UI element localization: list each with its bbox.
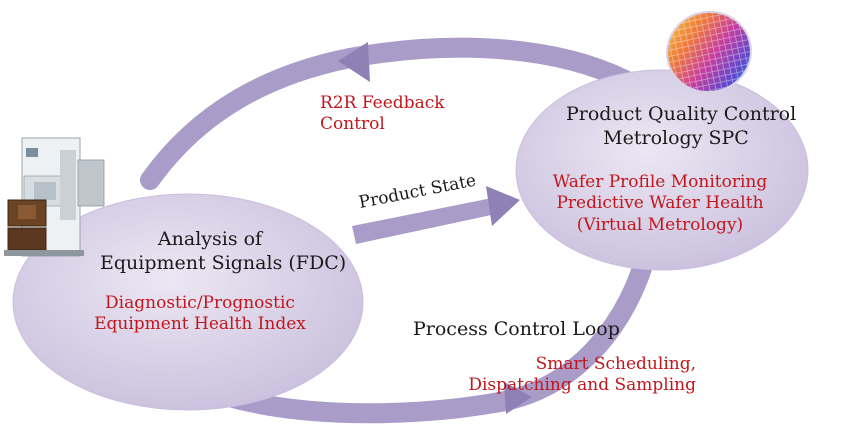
fdc-detail-line2: Equipment Health Index: [94, 314, 306, 335]
fdc-title-line2: Equipment Signals (FDC): [100, 251, 347, 274]
fdc-detail: Diagnostic/Prognostic Equipment Health I…: [80, 293, 320, 336]
fdc-title-line1: Analysis of: [157, 228, 263, 250]
loop-label: Process Control Loop: [413, 318, 620, 340]
product-state-arrowhead: [486, 186, 520, 226]
quality-title-line1: Product Quality Control: [566, 103, 797, 125]
top-loop-arrowhead: [338, 42, 370, 82]
quality-title: Product Quality Control Metrology SPC: [566, 103, 797, 151]
quality-title-line2: Metrology SPC: [603, 126, 749, 149]
quality-detail: Wafer Profile Monitoring Predictive Wafe…: [540, 172, 780, 236]
bottom-loop-arrowhead: [504, 382, 532, 414]
scheduling-line1: Smart Scheduling,: [535, 354, 696, 374]
product-state-arrow-shaft: [352, 198, 496, 244]
scheduling-line2: Dispatching and Sampling: [468, 375, 696, 396]
semiconductor-equipment-icon: [4, 137, 105, 257]
wafer-icon: [666, 10, 752, 94]
feedback-line2: Control: [320, 114, 385, 135]
quality-detail-line2: Predictive Wafer Health: [556, 193, 764, 214]
quality-detail-line1: Wafer Profile Monitoring: [552, 172, 768, 192]
feedback-label: R2R Feedback Control: [320, 93, 445, 136]
quality-ellipse: [515, 69, 809, 271]
product-state-arrow: [352, 186, 520, 244]
scheduling-label: Smart Scheduling, Dispatching and Sampli…: [460, 354, 696, 397]
quality-detail-line3: (Virtual Metrology): [576, 214, 744, 235]
bottom-loop-arc: [185, 238, 658, 424]
fdc-ellipse: [12, 193, 364, 411]
feedback-line1: R2R Feedback: [320, 93, 445, 113]
fdc-detail-line1: Diagnostic/Prognostic: [105, 293, 295, 313]
fdc-title: Analysis of Equipment Signals (FDC): [100, 228, 347, 276]
